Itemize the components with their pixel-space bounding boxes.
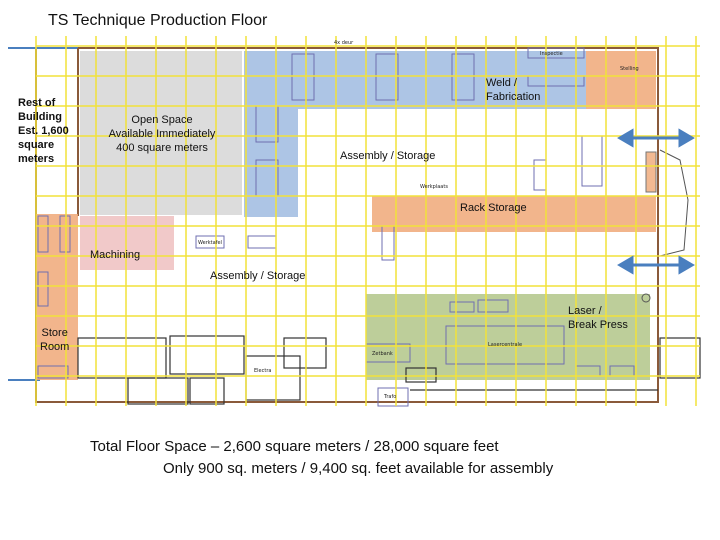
plan-label-door: 4x deur: [334, 40, 354, 46]
grid-lines: [35, 36, 700, 406]
stelling-laser: [449, 301, 475, 313]
open-space-line: 400 square meters: [116, 142, 208, 154]
office-2: [169, 335, 245, 375]
workbench-2: [375, 53, 399, 101]
office-electra: [405, 367, 437, 383]
workbench-7: [247, 235, 277, 249]
note-line: Est. 1,600: [18, 125, 69, 137]
open-space-line: Available Immediately: [108, 128, 216, 140]
rest-of-building-note: Rest of Building Est. 1,600 square meter…: [18, 96, 69, 166]
access-arrows: [617, 128, 695, 275]
right-bay: [641, 149, 689, 303]
weld-zone-left: [244, 109, 298, 217]
workbench-3: [451, 53, 475, 101]
pillar-marker: [641, 293, 651, 303]
store-room-label: Store Room: [40, 326, 69, 354]
store-line: Store: [41, 327, 68, 339]
stelling-store: [37, 365, 69, 379]
stelling-rack: [581, 135, 603, 187]
rack-left-1: [37, 215, 49, 253]
store-line: Room: [40, 341, 70, 353]
open-space-label: Open Space Available Immediately 400 squ…: [100, 113, 224, 155]
plan-label-zetbank: Zetbank: [372, 351, 393, 357]
office-3: [245, 355, 301, 401]
weld-fabrication-label: Weld / Fabrication: [486, 76, 540, 104]
rack-left-3: [37, 271, 49, 307]
rack-left-2: [59, 215, 71, 253]
arrow-top-left-head: [617, 128, 634, 148]
page-title: TS Technique Production Floor: [48, 12, 268, 29]
office-1: [77, 337, 167, 379]
arrow-bottom-right-head: [678, 255, 695, 275]
note-line: meters: [18, 153, 55, 165]
rack-storage-label: Rack Storage: [460, 202, 527, 214]
arrow-bottom-left-head: [617, 255, 634, 275]
workbench-6: [195, 235, 225, 249]
laser-line: Break Press: [568, 319, 628, 331]
weld-line: Fabrication: [486, 91, 541, 103]
open-space-line: Open Space: [131, 114, 193, 126]
machining-label: Machining: [90, 249, 141, 261]
plan-label-stelling: Stelling: [620, 66, 639, 72]
store-room-zone: [36, 214, 78, 380]
zetbank-small: [477, 299, 509, 313]
plan-label-werktafel: Werktafel: [198, 240, 222, 246]
note-line: Rest of: [18, 97, 56, 109]
plan-label-werkplaats: Werkplaats: [420, 184, 448, 190]
plan-label-lasercentrale: Lasercentrale: [488, 342, 523, 348]
office-6: [189, 377, 225, 405]
office-4: [283, 337, 327, 369]
laser-break-press-label: Laser / Break Press: [568, 304, 628, 332]
arrow-top-right-head: [678, 128, 695, 148]
available-space-text: Only 900 sq. meters / 9,400 sq. feet ava…: [163, 460, 554, 477]
open-space-zone: [80, 51, 242, 215]
inspection-1: [527, 47, 585, 59]
plan-label-trafo: Trafo: [384, 394, 397, 400]
weld-zone-top: [244, 51, 586, 109]
laser-cutter: [445, 325, 565, 365]
assembly-storage-top-label: Assembly / Storage: [340, 150, 436, 162]
note-line: square: [18, 139, 55, 151]
plan-label-inspectie: Inspectie: [540, 51, 563, 57]
office-5: [127, 377, 189, 405]
office-walls: [77, 335, 701, 405]
assembly-storage-bottom-label: Assembly / Storage: [210, 270, 306, 282]
storage-corner-zone: [586, 51, 656, 109]
office-right: [659, 337, 701, 379]
right-bay-curve: [659, 149, 689, 257]
trafo-box: [377, 387, 409, 407]
right-stelling: [645, 151, 657, 193]
plan-label-electra: Electra: [254, 368, 272, 374]
note-line: Building: [18, 111, 62, 123]
stelling-rack-2: [533, 159, 547, 191]
laser-line: Laser /: [568, 305, 602, 317]
workbench-1: [291, 53, 315, 101]
total-floor-space-text: Total Floor Space – 2,600 square meters …: [90, 438, 499, 455]
weld-line: Weld /: [486, 77, 517, 89]
